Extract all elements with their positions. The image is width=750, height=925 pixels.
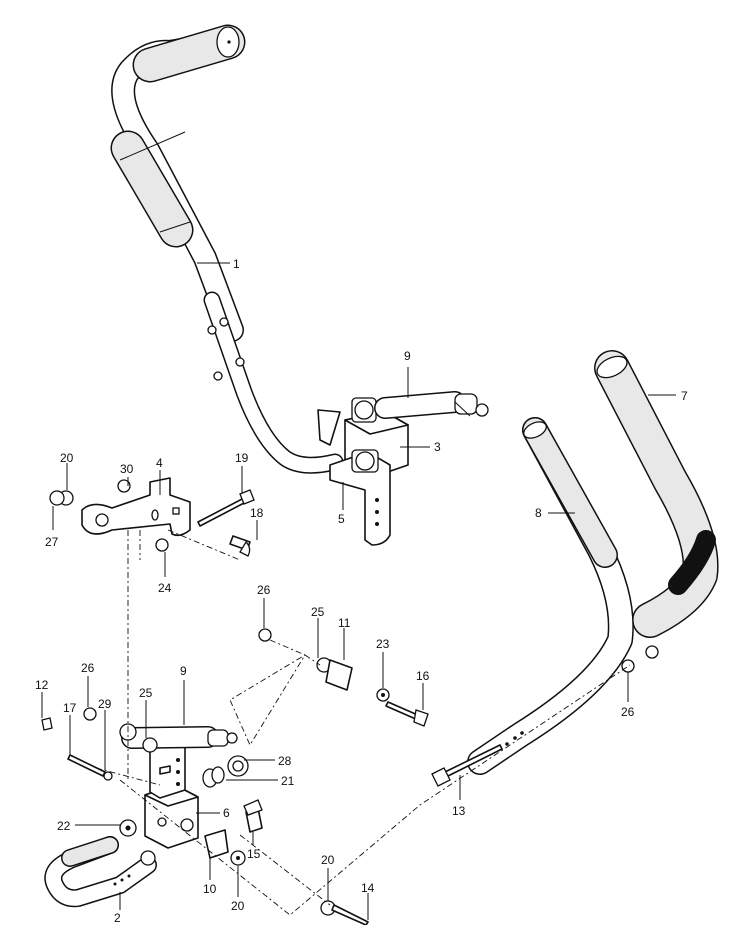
callout-4: 4 xyxy=(156,456,163,470)
callout-13: 13 xyxy=(452,804,466,818)
callout-29: 29 xyxy=(98,697,112,711)
callout-6: 6 xyxy=(223,806,230,820)
callout-14: 14 xyxy=(361,881,375,895)
callout-9-upper: 9 xyxy=(404,349,411,363)
callout-10: 10 xyxy=(203,882,217,896)
callout-15: 15 xyxy=(247,847,261,861)
upper-damper-part-9 xyxy=(374,391,489,419)
callout-7: 7 xyxy=(681,389,688,403)
callout-23: 23 xyxy=(376,637,390,651)
side-bracket-part-4 xyxy=(81,477,191,537)
callout-12: 12 xyxy=(35,678,49,692)
callout-leaders xyxy=(41,262,676,920)
callout-25-lower: 25 xyxy=(139,686,153,700)
callout-26-right: 26 xyxy=(621,705,635,719)
lower-damper-part-9 xyxy=(119,723,238,753)
callout-26-top: 26 xyxy=(257,583,271,597)
callout-26-left: 26 xyxy=(81,661,95,675)
assembly-lines xyxy=(95,529,631,916)
callout-9-lower: 9 xyxy=(180,664,187,678)
callout-22: 22 xyxy=(57,819,71,833)
callout-2: 2 xyxy=(114,911,121,925)
right-handle-part-7 xyxy=(594,350,719,638)
callout-28: 28 xyxy=(278,754,292,768)
callout-11: 11 xyxy=(338,616,351,630)
callout-20-bottom: 20 xyxy=(321,853,335,867)
callout-labels: 1 2 3 4 5 6 7 8 9 9 10 11 12 13 14 15 16… xyxy=(35,257,688,925)
callout-8: 8 xyxy=(535,506,542,520)
callout-18: 18 xyxy=(250,506,264,520)
callout-5: 5 xyxy=(338,512,345,526)
callout-3: 3 xyxy=(434,440,441,454)
callout-24: 24 xyxy=(158,581,172,595)
lower-bracket-part-5 xyxy=(329,449,391,546)
callout-1: 1 xyxy=(233,257,240,271)
callout-25-top: 25 xyxy=(311,605,325,619)
foot-handle-part-2 xyxy=(44,836,157,908)
left-handle-part-8 xyxy=(467,417,634,775)
callout-21: 21 xyxy=(281,774,295,788)
hardware xyxy=(41,479,659,925)
callout-27: 27 xyxy=(45,535,59,549)
callout-30: 30 xyxy=(120,462,134,476)
callout-17: 17 xyxy=(63,701,77,715)
handle-tube-part-1 xyxy=(110,24,344,474)
callout-19: 19 xyxy=(235,451,249,465)
callout-20-top: 20 xyxy=(60,451,74,465)
callout-20-mid: 20 xyxy=(231,899,245,913)
callout-16: 16 xyxy=(416,669,430,683)
